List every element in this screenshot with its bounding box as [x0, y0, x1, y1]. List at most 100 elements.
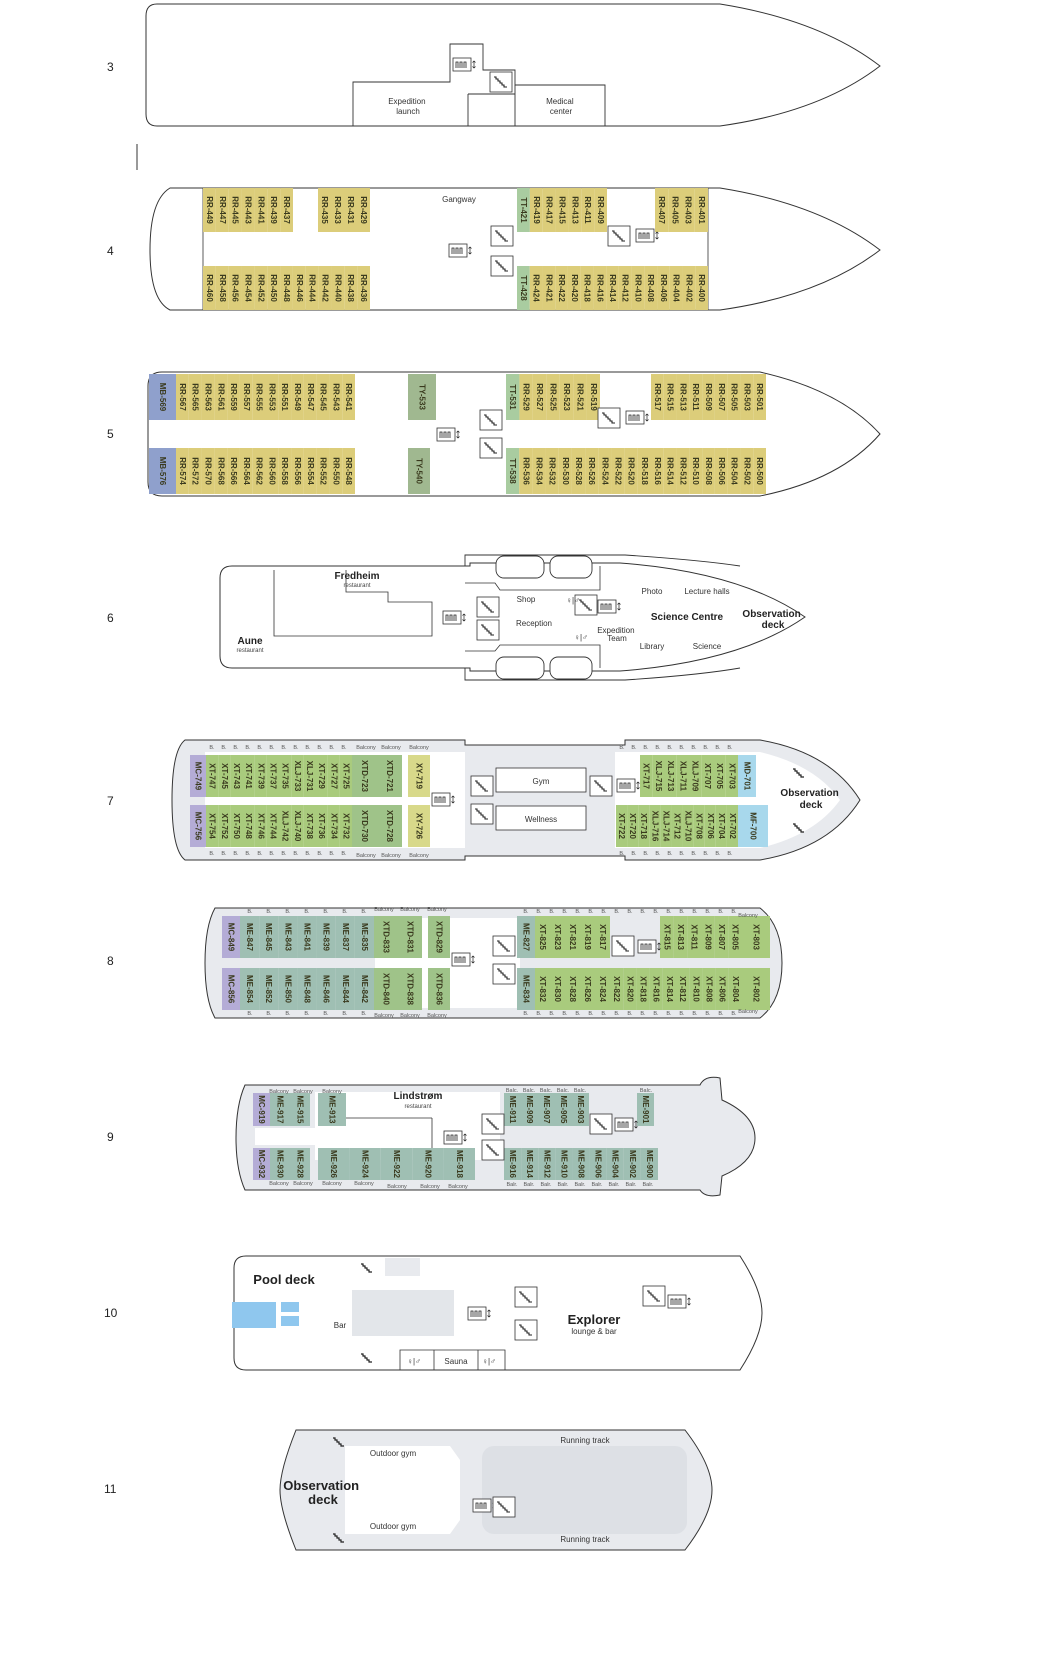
cabin[interactable]: RR-563 [201, 374, 215, 420]
cabin-box[interactable] [291, 448, 304, 494]
cabin[interactable]: ME-900 [640, 1148, 658, 1180]
cabin-box[interactable] [589, 1148, 607, 1180]
cabin[interactable]: RR-552 [316, 448, 330, 494]
cabin-box[interactable] [753, 448, 766, 494]
cabin[interactable]: ME-917 [270, 1093, 290, 1126]
cabin[interactable]: XLJ-715 [652, 755, 665, 797]
cabin-box[interactable] [624, 448, 638, 494]
cabin-box[interactable] [408, 755, 430, 797]
cabin-box[interactable] [280, 266, 293, 310]
cabin[interactable]: RR-514 [663, 448, 677, 494]
cabin[interactable]: RR-521 [573, 374, 587, 420]
cabin-box[interactable] [714, 448, 728, 494]
cabin[interactable]: RR-547 [303, 374, 317, 420]
cabin[interactable]: XTD-728 [377, 805, 402, 847]
cabin-box[interactable] [176, 374, 189, 420]
cabin[interactable]: XT-810 [689, 968, 703, 1010]
cabin-box[interactable] [532, 448, 546, 494]
cabin-box[interactable] [627, 805, 639, 847]
cabin[interactable]: XLJ-731 [303, 755, 316, 797]
cabin[interactable]: RR-543 [329, 374, 343, 420]
cabin[interactable]: RR-512 [676, 448, 690, 494]
cabin-box[interactable] [398, 968, 422, 1010]
cabin-box[interactable] [315, 755, 328, 797]
cabin[interactable]: RR-407 [655, 188, 669, 232]
cabin[interactable]: RR-435 [318, 188, 331, 232]
cabin[interactable]: ME-837 [335, 916, 355, 958]
cabin[interactable]: XTD-836 [428, 968, 450, 1010]
cabin-box[interactable] [568, 188, 582, 232]
cabin[interactable]: ME-848 [297, 968, 317, 1010]
cabin[interactable]: RR-525 [546, 374, 560, 420]
cabin[interactable]: MF-700 [738, 805, 768, 847]
cabin-box[interactable] [357, 188, 370, 232]
cabin[interactable]: RR-439 [267, 188, 281, 232]
cabin[interactable]: RR-404 [669, 266, 683, 310]
cabin-box[interactable] [663, 374, 677, 420]
cabin-box[interactable] [689, 968, 703, 1010]
cabin[interactable]: XT-818 [636, 968, 650, 1010]
cabin-box[interactable] [593, 266, 607, 310]
cabin[interactable]: RR-565 [188, 374, 202, 420]
cabin[interactable]: XT-748 [242, 805, 255, 847]
cabin[interactable]: RR-411 [581, 188, 595, 232]
cabin[interactable]: XLJ-740 [291, 805, 304, 847]
cabin-box[interactable] [292, 266, 306, 310]
cabin-box[interactable] [190, 805, 206, 847]
cabin[interactable]: TT-428 [517, 266, 530, 310]
cabin[interactable]: RR-551 [278, 374, 292, 420]
cabin[interactable]: RR-443 [241, 188, 255, 232]
cabin[interactable]: ME-904 [606, 1148, 624, 1180]
cabin-box[interactable] [303, 374, 317, 420]
cabin-box[interactable] [542, 266, 556, 310]
cabin-box[interactable] [555, 1093, 572, 1126]
cabin-box[interactable] [331, 266, 345, 310]
cabin[interactable]: MC-756 [190, 805, 206, 847]
cabin[interactable]: XT-819 [580, 916, 595, 958]
cabin[interactable]: RR-438 [344, 266, 358, 310]
cabin-box[interactable] [303, 755, 316, 797]
cabin-box[interactable] [689, 448, 703, 494]
cabin-box[interactable] [253, 1093, 270, 1126]
cabin[interactable]: ME-922 [380, 1148, 413, 1180]
cabin-box[interactable] [412, 1148, 444, 1180]
cabin[interactable]: RR-572 [188, 448, 202, 494]
cabin-box[interactable] [555, 188, 569, 232]
cabin[interactable]: XTD-833 [374, 916, 398, 958]
cabin[interactable]: XT-830 [550, 968, 565, 1010]
cabin[interactable]: ME-852 [259, 968, 279, 1010]
cabin[interactable]: XT-811 [687, 916, 701, 958]
cabin[interactable]: RR-554 [303, 448, 317, 494]
cabin[interactable]: ME-846 [316, 968, 336, 1010]
cabin-box[interactable] [318, 266, 332, 310]
cabin[interactable]: RR-528 [571, 448, 586, 494]
cabin-box[interactable] [673, 916, 688, 958]
cabin-box[interactable] [702, 448, 715, 494]
cabin-box[interactable] [623, 1148, 641, 1180]
cabin-box[interactable] [214, 374, 228, 420]
cabin[interactable]: RR-445 [228, 188, 242, 232]
cabin-box[interactable] [715, 968, 729, 1010]
cabin-box[interactable] [214, 448, 228, 494]
cabin[interactable]: XT-825 [535, 916, 550, 958]
cabin[interactable]: RR-409 [594, 188, 607, 232]
cabin[interactable]: XT-823 [550, 916, 565, 958]
cabin-box[interactable] [239, 374, 253, 420]
cabin[interactable]: ME-926 [318, 1148, 350, 1180]
cabin-box[interactable] [206, 755, 219, 797]
cabin[interactable]: ME-847 [240, 916, 260, 958]
cabin[interactable]: RR-436 [357, 266, 370, 310]
cabin[interactable]: RR-532 [545, 448, 559, 494]
cabin[interactable]: XT-814 [662, 968, 676, 1010]
cabin[interactable]: XT-807 [714, 916, 729, 958]
cabin[interactable]: XT-805 [728, 916, 742, 958]
cabin[interactable]: XT-815 [660, 916, 674, 958]
cabin[interactable]: RR-559 [227, 374, 240, 420]
cabin[interactable]: RR-416 [593, 266, 607, 310]
cabin[interactable]: XT-822 [610, 968, 624, 1010]
cabin-box[interactable] [218, 805, 231, 847]
cabin-box[interactable] [519, 448, 533, 494]
cabin[interactable]: RR-500 [753, 448, 766, 494]
cabin[interactable]: XT-828 [565, 968, 580, 1010]
cabin-box[interactable] [753, 374, 766, 420]
